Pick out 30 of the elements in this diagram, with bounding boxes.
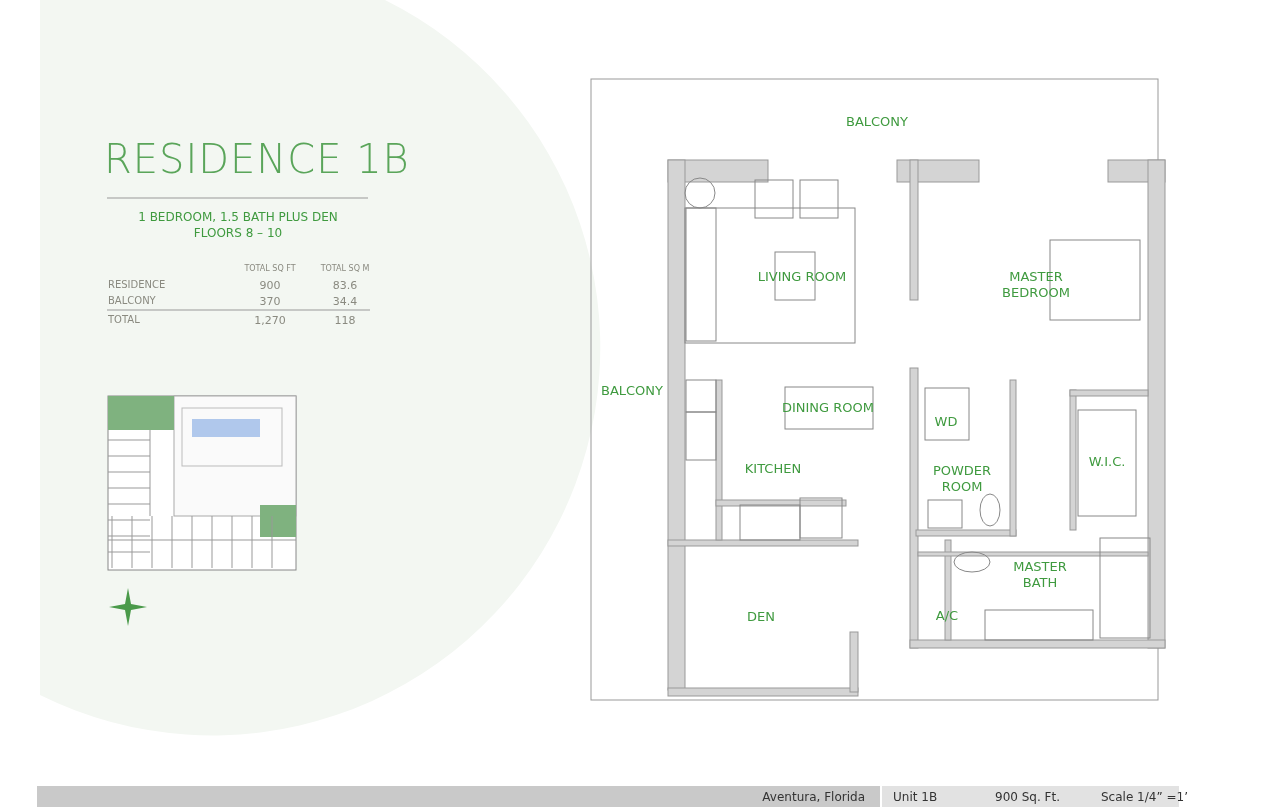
table-cell: 34.4 (332, 295, 358, 308)
room-label: KITCHEN (744, 461, 802, 477)
subtitle: FLOORS 8 – 10 (193, 226, 283, 240)
table-cell: 83.6 (332, 279, 358, 292)
table-cell: 1,270 (254, 314, 286, 327)
room-label: BALCONY (846, 114, 908, 130)
footer-text: Unit 1B (893, 790, 938, 804)
title: RESIDENCE 1B (104, 136, 410, 182)
room-label: LIVING ROOM (757, 269, 847, 285)
room-label: MASTER BEDROOM (996, 269, 1076, 301)
room-label: POWDER ROOM (922, 463, 1002, 495)
table-cell: 118 (334, 314, 356, 327)
row-header: RESIDENCE (108, 279, 166, 290)
room-label: DEN (747, 609, 775, 625)
row-header: BALCONY (108, 295, 156, 306)
table-cell: 370 (259, 295, 281, 308)
room-label: BALCONY (601, 383, 663, 399)
room-label: A/C (935, 608, 959, 624)
footer-text: Scale 1/4” =1’ (1101, 790, 1188, 804)
footer-text: Aventura, Florida (762, 790, 865, 804)
footer-text: 900 Sq. Ft. (995, 790, 1060, 804)
row-header: TOTAL (108, 314, 140, 325)
table-cell: 900 (259, 279, 281, 292)
room-label: W.I.C. (1088, 454, 1126, 470)
subtitle: 1 BEDROOM, 1.5 BATH PLUS DEN (138, 210, 338, 224)
column-header: TOTAL SQ FT (244, 264, 296, 273)
room-label: MASTER BATH (1000, 559, 1080, 591)
room-label: WD (934, 414, 958, 430)
room-label: DINING ROOM (781, 400, 875, 416)
column-header: TOTAL SQ M (320, 264, 370, 273)
